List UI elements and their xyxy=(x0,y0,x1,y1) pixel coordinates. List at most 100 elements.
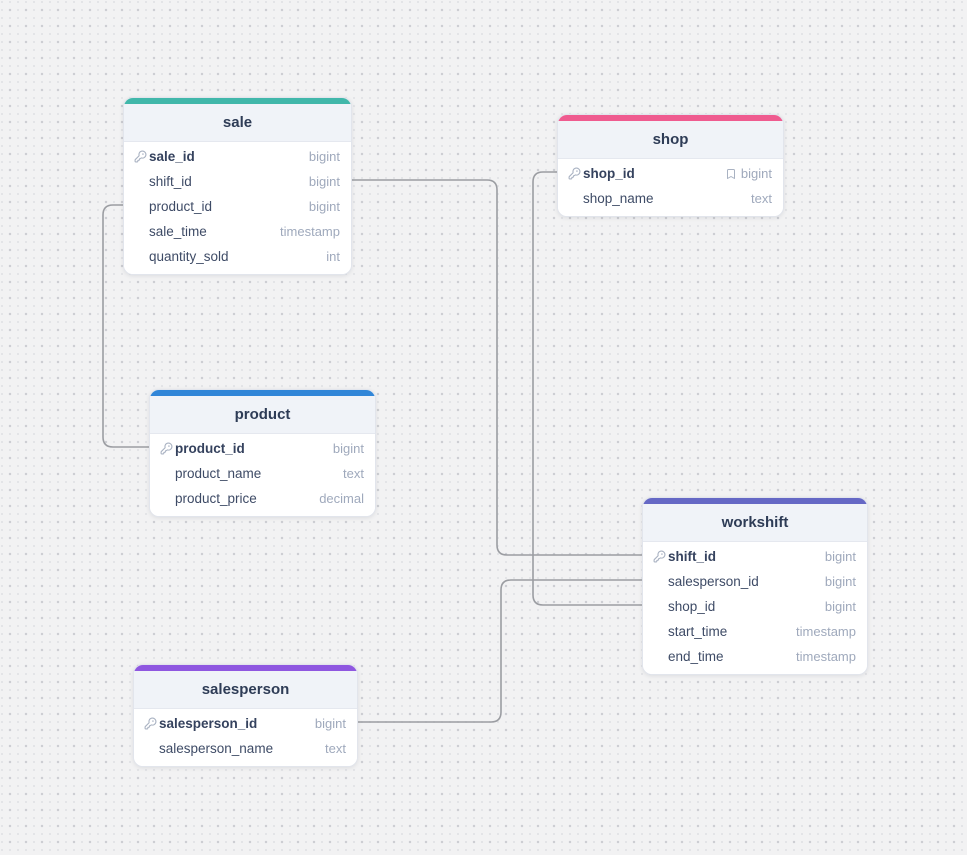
field-name: end_time xyxy=(668,649,724,664)
field-row-salesperson-salesperson_id[interactable]: salesperson_id bigint xyxy=(134,711,357,736)
field-type-text: bigint xyxy=(740,166,772,181)
key-icon xyxy=(160,442,175,455)
bookmark-icon xyxy=(725,168,737,180)
field-row-sale-quantity_sold[interactable]: quantity_sold int xyxy=(124,244,351,269)
field-type: bigint xyxy=(825,599,856,614)
field-type: bigint xyxy=(725,166,772,181)
field-row-product-product_id[interactable]: product_id bigint xyxy=(150,436,375,461)
field-name: salesperson_id xyxy=(668,574,759,589)
table-header-shop[interactable]: shop xyxy=(558,121,783,159)
table-accent-bar xyxy=(134,665,357,671)
field-type-text: text xyxy=(343,466,364,481)
field-type: timestamp xyxy=(796,649,856,664)
field-row-workshift-start_time[interactable]: start_time timestamp xyxy=(643,619,867,644)
field-type-text: decimal xyxy=(319,491,364,506)
field-name: shop_name xyxy=(583,191,654,206)
field-name: sale_id xyxy=(149,149,195,164)
table-title: workshift xyxy=(721,514,789,531)
field-row-product-product_name[interactable]: product_name text xyxy=(150,461,375,486)
key-icon xyxy=(568,167,583,180)
table-accent-bar xyxy=(643,498,867,504)
relationship-sale-shift_id-to-workshift-shift_id[interactable] xyxy=(351,179,643,556)
field-type: bigint xyxy=(309,174,340,189)
field-type-text: timestamp xyxy=(796,624,856,639)
key-icon xyxy=(134,150,149,163)
relationship-sale-product_id-to-product-product_id[interactable] xyxy=(102,204,150,448)
table-accent-bar xyxy=(124,98,351,104)
field-row-sale-sale_time[interactable]: sale_time timestamp xyxy=(124,219,351,244)
field-type-text: bigint xyxy=(824,574,856,589)
field-name: shop_id xyxy=(668,599,716,614)
field-type: bigint xyxy=(309,149,340,164)
field-name: product_id xyxy=(149,199,213,214)
field-type: text xyxy=(343,466,364,481)
field-row-sale-sale_id[interactable]: sale_id bigint xyxy=(124,144,351,169)
field-row-sale-shift_id[interactable]: shift_id bigint xyxy=(124,169,351,194)
field-name: sale_time xyxy=(149,224,207,239)
field-type-text: bigint xyxy=(824,599,856,614)
field-type: decimal xyxy=(319,491,364,506)
field-type-text: bigint xyxy=(308,174,340,189)
key-icon xyxy=(653,550,668,563)
field-type-text: timestamp xyxy=(280,224,340,239)
table-title: shop xyxy=(652,131,689,148)
field-type: bigint xyxy=(309,199,340,214)
field-row-workshift-end_time[interactable]: end_time timestamp xyxy=(643,644,867,669)
field-row-shop-shop_name[interactable]: shop_name text xyxy=(558,186,783,211)
field-type: timestamp xyxy=(796,624,856,639)
field-row-workshift-shift_id[interactable]: shift_id bigint xyxy=(643,544,867,569)
table-header-product[interactable]: product xyxy=(150,396,375,434)
field-type-text: bigint xyxy=(308,149,340,164)
field-name: shop_id xyxy=(583,166,635,181)
field-type-text: bigint xyxy=(314,716,346,731)
field-row-workshift-salesperson_id[interactable]: salesperson_id bigint xyxy=(643,569,867,594)
field-row-sale-product_id[interactable]: product_id bigint xyxy=(124,194,351,219)
table-accent-bar xyxy=(558,115,783,121)
field-name: start_time xyxy=(668,624,728,639)
field-row-shop-shop_id[interactable]: shop_id bigint xyxy=(558,161,783,186)
field-type: bigint xyxy=(315,716,346,731)
table-fields: shop_id bigint shop_name text xyxy=(558,159,783,216)
field-type: int xyxy=(326,249,340,264)
table-header-salesperson[interactable]: salesperson xyxy=(134,671,357,709)
field-type: text xyxy=(751,191,772,206)
field-row-product-product_price[interactable]: product_price decimal xyxy=(150,486,375,511)
table-title: product xyxy=(234,406,291,423)
field-type: bigint xyxy=(825,574,856,589)
field-name: product_price xyxy=(175,491,257,506)
field-name: quantity_sold xyxy=(149,249,229,264)
table-header-workshift[interactable]: workshift xyxy=(643,504,867,542)
table-shop[interactable]: shop shop_id bigint shop_name text xyxy=(557,114,784,217)
field-name: salesperson_id xyxy=(159,716,258,731)
field-type-text: timestamp xyxy=(796,649,856,664)
field-type-text: bigint xyxy=(824,549,856,564)
relationship-salesperson-salesperson_id-to-workshift-salesperson_id[interactable] xyxy=(357,579,643,723)
field-type-text: int xyxy=(326,249,340,264)
field-type-text: bigint xyxy=(332,441,364,456)
table-title: salesperson xyxy=(201,681,290,698)
field-type-text: text xyxy=(751,191,772,206)
relationship-shop-shop_id-to-workshift-shop_id[interactable] xyxy=(532,171,643,606)
table-accent-bar xyxy=(150,390,375,396)
field-type: bigint xyxy=(825,549,856,564)
key-icon xyxy=(144,717,159,730)
table-header-sale[interactable]: sale xyxy=(124,104,351,142)
field-row-workshift-shop_id[interactable]: shop_id bigint xyxy=(643,594,867,619)
field-name: product_id xyxy=(175,441,245,456)
field-name: salesperson_name xyxy=(159,741,274,756)
field-name: shift_id xyxy=(668,549,717,564)
field-type: timestamp xyxy=(280,224,340,239)
field-name: product_name xyxy=(175,466,262,481)
field-name: shift_id xyxy=(149,174,192,189)
